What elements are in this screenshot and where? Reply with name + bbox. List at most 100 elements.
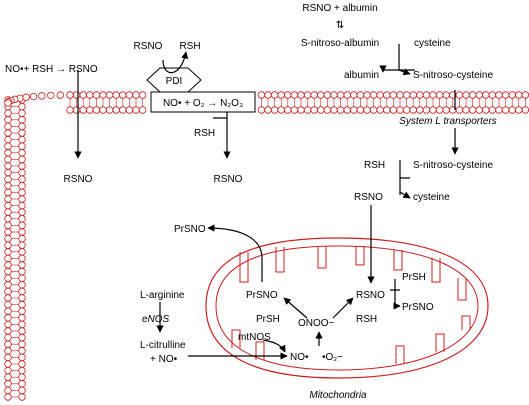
lipid-head	[409, 106, 417, 114]
rsno-mito: RSNO	[356, 290, 385, 301]
lipid-head	[4, 182, 12, 190]
lipid-head	[257, 106, 266, 114]
lipid-head	[18, 109, 26, 117]
l-citrulline: L-citrulline	[140, 340, 186, 351]
lipid-head	[284, 91, 292, 99]
lipid-head	[92, 91, 101, 99]
lipid-head	[4, 116, 12, 124]
onoo: ONOO−	[298, 318, 335, 329]
lipid-head	[396, 106, 404, 114]
lipid-head	[18, 380, 26, 388]
lipid-head	[18, 307, 26, 315]
lipid-head	[132, 106, 140, 114]
lipid-head	[290, 91, 299, 99]
lipid-head	[409, 91, 417, 99]
lipid-head	[429, 106, 437, 114]
lipid-head	[18, 360, 26, 368]
mito-membrane	[393, 250, 403, 271]
lipid-head	[350, 91, 358, 99]
rsh-right: RSH	[364, 160, 385, 171]
mito-membrane	[355, 246, 365, 266]
lipid-head	[310, 106, 318, 114]
lipid-head	[4, 221, 12, 230]
lipid-head	[4, 347, 12, 355]
lipid-head	[4, 261, 12, 269]
lipid-head	[4, 248, 12, 256]
o2-mito: •O₂−	[322, 352, 343, 363]
lipid-head	[462, 91, 470, 99]
lipid-head	[79, 91, 87, 99]
mito-membrane	[239, 252, 249, 283]
mtnos: mtNOS	[238, 332, 271, 343]
lipid-head	[18, 188, 26, 197]
no-mito: NO•	[290, 352, 309, 363]
lipid-head	[284, 106, 292, 114]
lipid-head	[38, 92, 46, 100]
lipid-head	[4, 380, 12, 388]
lipid-head	[18, 281, 26, 289]
lipid-head	[18, 122, 26, 131]
lipid-head	[86, 91, 94, 99]
lipid-head	[18, 195, 26, 203]
arrow-prsno-out	[207, 224, 263, 282]
lipid-head	[4, 281, 12, 289]
lipid-head	[4, 393, 12, 401]
lipid-head	[336, 106, 345, 114]
rsno-pdi: RSNO	[134, 41, 163, 52]
lipid-head	[435, 106, 444, 114]
arrow-onoo-to-prsno	[283, 297, 308, 319]
lipid-head	[508, 91, 516, 99]
rsno-albumin: RSNO + albumin	[302, 3, 377, 14]
lipid-head	[18, 142, 26, 150]
mito-membrane	[395, 345, 405, 364]
mito-membrane	[461, 315, 471, 330]
mitochondrion	[205, 237, 489, 379]
lipid-head	[105, 106, 114, 114]
lipid-head	[363, 91, 371, 99]
lipid-head	[4, 353, 12, 362]
lipid-head	[475, 91, 483, 99]
rsh-center: RSH	[194, 128, 215, 139]
mito-membrane	[317, 246, 327, 269]
cell-membrane	[4, 91, 529, 401]
lipid-head	[18, 393, 26, 401]
lipid-head	[18, 327, 26, 335]
lipid-head	[56, 91, 65, 99]
lipid-head	[18, 314, 26, 322]
lipid-head	[18, 201, 26, 210]
lipid-head	[18, 340, 26, 348]
rsh-mito: RSH	[356, 314, 377, 325]
lipid-head	[4, 129, 12, 137]
mitochondria-label: Mitochondria	[309, 390, 367, 401]
lipid-head	[18, 221, 26, 230]
lipid-head	[18, 168, 26, 177]
prsh-right: PrSH	[402, 272, 426, 283]
lipid-head	[376, 91, 384, 99]
lipid-head	[416, 106, 424, 114]
lipid-head	[22, 93, 30, 102]
lipid-head	[18, 135, 26, 144]
lipid-head	[4, 267, 12, 276]
lipid-head	[383, 106, 391, 114]
lipid-head	[18, 155, 26, 164]
lipid-head	[310, 91, 318, 99]
lipid-head	[4, 122, 12, 131]
lipid-head	[336, 91, 345, 99]
arrows	[74, 44, 459, 360]
lipid-head	[99, 91, 107, 99]
lipid-head	[18, 149, 26, 157]
rsno-center: RSNO	[214, 174, 243, 185]
lipid-head	[356, 91, 365, 99]
arrow-onoo-to-rsno	[332, 297, 354, 319]
lipid-head	[455, 106, 464, 114]
lipid-head	[99, 106, 107, 114]
arrow-pdi-rsno-to-rsh	[162, 51, 189, 74]
no-rsh-rsno: NO•+ RSH → RSNO	[5, 64, 98, 75]
lipid-head	[422, 106, 431, 114]
lipid-head	[369, 91, 378, 99]
lipid-head	[501, 106, 510, 114]
lipid-head	[330, 91, 338, 99]
lipid-head	[402, 106, 411, 114]
lipid-head	[468, 91, 477, 99]
